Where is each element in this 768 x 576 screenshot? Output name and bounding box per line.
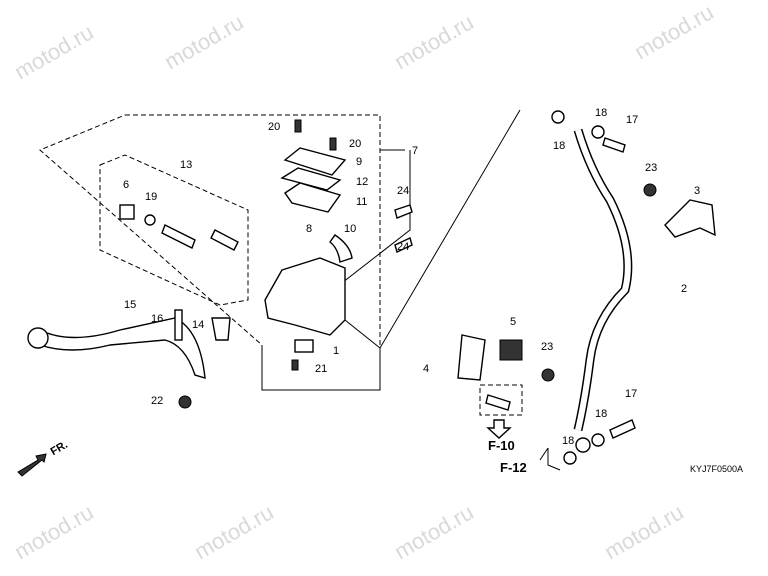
master-cylinder-body — [264, 257, 346, 336]
watermark: motod.ru — [10, 19, 98, 84]
watermark-layer: motod.ru motod.ru motod.ru motod.ru motod.ru… — [10, 0, 718, 564]
washer-18a — [551, 110, 565, 124]
pivot-bolt-16 — [174, 309, 183, 341]
washer-18d — [563, 451, 577, 465]
lever-kit-boundary — [99, 154, 249, 306]
spring — [210, 229, 239, 251]
callout-19: 19 — [145, 191, 157, 203]
callout-24: 24 — [397, 185, 409, 197]
screw-21 — [291, 359, 299, 371]
watermark: motod.ru — [190, 499, 278, 564]
callout-18: 18 — [562, 435, 574, 447]
watermark: motod.ru — [160, 9, 248, 74]
callout-18: 18 — [595, 408, 607, 420]
callout-20: 20 — [349, 138, 361, 150]
master-cylinder-outline — [261, 345, 381, 391]
bolt-17b — [609, 419, 636, 439]
bolt-24b — [394, 237, 413, 253]
callout-6: 6 — [123, 179, 129, 191]
brake-lever-15 — [39, 317, 206, 379]
callout-12: 12 — [356, 176, 368, 188]
bolt-17a — [602, 137, 626, 153]
callout-23: 23 — [541, 341, 553, 353]
bolt-24a — [394, 204, 413, 219]
callout-13: 13 — [180, 159, 192, 171]
front-label: FR. — [49, 439, 70, 458]
ref-f12[interactable]: F-12 — [500, 460, 527, 475]
diaphragm — [284, 182, 342, 213]
washer-19 — [144, 214, 156, 226]
banjo-fitting — [575, 437, 591, 453]
front-arrow-icon — [17, 453, 47, 477]
lever-ball — [27, 327, 49, 349]
callout-7: 7 — [412, 145, 418, 157]
watermark: motod.ru — [600, 499, 688, 564]
callout-11: 11 — [356, 196, 367, 208]
nut-22 — [178, 395, 192, 409]
callout-4: 4 — [423, 363, 429, 375]
callout-18: 18 — [595, 107, 607, 119]
screw-20b — [329, 137, 337, 151]
callout-22: 22 — [151, 395, 163, 407]
f10-arrow-icon — [486, 419, 512, 439]
callout-1: 1 — [333, 345, 339, 357]
screw-20a — [294, 119, 302, 133]
washer-18b — [591, 125, 605, 139]
callout-17: 17 — [625, 388, 637, 400]
bolt-box — [479, 384, 523, 416]
callout-14: 14 — [192, 319, 204, 331]
callout-17: 17 — [626, 114, 638, 126]
ref-f10[interactable]: F-10 — [488, 438, 515, 453]
callout-18: 18 — [553, 140, 565, 152]
callout-21: 21 — [315, 363, 327, 375]
callout-5: 5 — [510, 316, 516, 328]
watermark: motod.ru — [630, 0, 718, 64]
boot-14 — [211, 317, 231, 341]
stay-4 — [457, 334, 486, 381]
diagram-code: KYJ7F0500A — [690, 464, 743, 474]
washer-18c — [591, 433, 605, 447]
watermark: motod.ru — [390, 9, 478, 74]
bolt-23a — [643, 183, 657, 197]
callout-9: 9 — [356, 156, 362, 168]
callout-24: 24 — [397, 241, 409, 253]
piston — [161, 224, 196, 249]
switch-1 — [294, 339, 314, 353]
f12-leader — [539, 447, 561, 471]
bolt-23b — [541, 368, 555, 382]
bolt-box-bolt — [485, 394, 511, 411]
hose-clamp-3 — [664, 199, 716, 238]
callout-15: 15 — [124, 299, 136, 311]
callout-20: 20 — [268, 121, 280, 133]
watermark: motod.ru — [390, 499, 478, 564]
callout-10: 10 — [344, 223, 356, 235]
callout-3: 3 — [694, 185, 700, 197]
brake-hose-inner — [575, 129, 631, 431]
reservoir-cap — [283, 147, 347, 176]
watermark: motod.ru — [10, 499, 98, 564]
joint-5 — [499, 339, 523, 361]
callout-23: 23 — [645, 162, 657, 174]
callout-8: 8 — [306, 223, 312, 235]
callout-16: 16 — [151, 313, 163, 325]
pivot-6 — [119, 204, 135, 220]
callout-2: 2 — [681, 283, 687, 295]
holder-clamp — [329, 234, 353, 263]
